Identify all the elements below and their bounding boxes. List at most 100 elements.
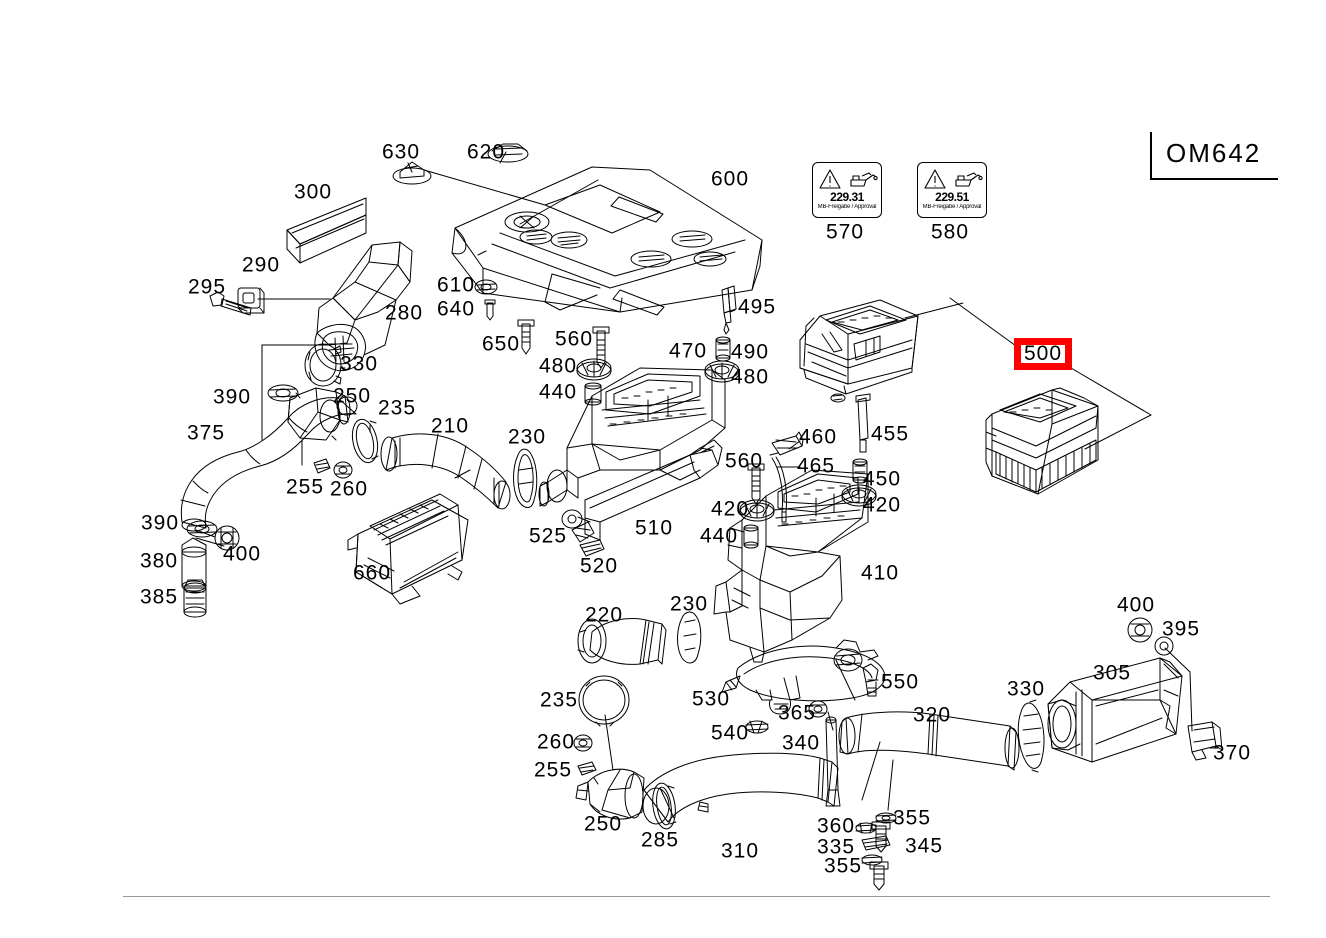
callout-250: 250	[583, 812, 623, 836]
callout-630: 630	[381, 140, 421, 164]
callout-395: 395	[1161, 617, 1201, 641]
callout-235: 235	[539, 688, 579, 712]
part-400-wheel	[214, 525, 240, 551]
part-660-cooler	[347, 493, 469, 605]
callout-390: 390	[140, 511, 180, 535]
warning-triangle-icon	[819, 169, 841, 189]
part-365-nut	[808, 700, 828, 718]
callout-450: 450	[862, 467, 902, 491]
part-650-bolt	[517, 319, 535, 355]
oil-can-icon	[850, 172, 878, 187]
part-520-bracket	[579, 539, 605, 557]
callout-330: 330	[339, 352, 379, 376]
part-250-elbow-lower	[575, 768, 645, 820]
part-310-air-pipe	[642, 752, 839, 825]
part-330-clamp-ring-left	[304, 343, 342, 387]
part-360-washer	[855, 822, 877, 834]
part-390-clamp-lower	[186, 520, 218, 538]
callout-480: 480	[538, 354, 578, 378]
part-330-clamp-ring-right	[1017, 699, 1045, 773]
part-230-seal-upper	[513, 448, 538, 508]
part-305-air-duct-right	[1047, 657, 1183, 763]
part-640-screw	[484, 299, 496, 321]
callout-400: 400	[1116, 593, 1156, 617]
callout-290: 290	[241, 253, 281, 277]
callout-580: 580	[930, 220, 970, 244]
callout-500: 500	[1023, 342, 1063, 365]
part-upper-right-filter-housing	[799, 299, 919, 403]
callout-360: 360	[816, 814, 856, 838]
part-470-intake-manifold	[538, 367, 726, 507]
part-400-ring-right	[1127, 617, 1153, 643]
callout-480: 480	[730, 365, 770, 389]
callout-640: 640	[436, 297, 476, 321]
part-620-cap	[487, 143, 529, 163]
callout-255: 255	[285, 475, 325, 499]
part-420-grommet-left2	[739, 499, 775, 522]
part-290-clip	[237, 287, 265, 314]
callout-305: 305	[1092, 661, 1132, 685]
part-440-sleeve-right	[743, 524, 759, 549]
part-285-seal	[652, 782, 677, 830]
callout-370: 370	[1212, 741, 1252, 765]
warning-plate-570: 229.31 MB-Freigabe / Approval	[812, 162, 882, 218]
warning-triangle-icon	[924, 169, 946, 189]
callout-220: 220	[584, 603, 624, 627]
part-250-elbow-upper	[287, 387, 351, 441]
callout-570: 570	[825, 220, 865, 244]
warning-plate-580-icons	[924, 169, 983, 189]
part-235-ring-lower	[578, 675, 630, 727]
part-410-intake-manifold-lower	[713, 469, 869, 663]
callout-250: 250	[332, 384, 372, 408]
callout-660: 660	[352, 561, 392, 585]
part-210-intake-hose	[380, 433, 511, 510]
callout-355: 355	[892, 806, 932, 830]
part-235-seal-ring-left	[351, 418, 379, 464]
callout-365: 365	[777, 701, 817, 725]
callout-490: 490	[730, 340, 770, 364]
part-460-bracket	[771, 431, 804, 456]
warning-plate-580: 229.51 MB-Freigabe / Approval	[917, 162, 987, 218]
part-510-connecting-pipe	[571, 439, 723, 543]
part-230-seal-lower	[677, 611, 702, 664]
callout-400: 400	[222, 542, 262, 566]
callout-260: 260	[329, 477, 369, 501]
part-500-air-filter-box	[985, 387, 1099, 495]
callout-455: 455	[870, 422, 910, 446]
part-440-sleeve-left	[584, 382, 602, 406]
callout-465: 465	[796, 454, 836, 478]
callout-310: 310	[720, 839, 760, 863]
callout-520: 520	[579, 554, 619, 578]
callout-330: 330	[1006, 677, 1046, 701]
part-255-clip-lower	[577, 761, 597, 776]
highlight-box-500	[1014, 338, 1072, 370]
part-340-pipe-vertical	[825, 716, 841, 807]
callout-340: 340	[781, 731, 821, 755]
part-480-grommet-left	[576, 358, 612, 381]
part-495-rods	[721, 285, 737, 335]
warning-plate-570-icons	[819, 169, 878, 189]
callout-440: 440	[538, 380, 578, 404]
callout-410: 410	[860, 561, 900, 585]
callout-255: 255	[533, 758, 573, 782]
part-630-cap	[392, 161, 432, 185]
model-badge: OM642	[1150, 132, 1278, 180]
part-355-washer-lower	[861, 854, 883, 866]
warning-plate-570-spec: 229.31	[830, 190, 864, 204]
callout-375: 375	[186, 421, 226, 445]
part-260-nut-lower	[573, 734, 593, 752]
part-560-screw-left	[592, 326, 610, 369]
callout-280: 280	[384, 301, 424, 325]
part-320-charge-pipe	[838, 711, 1020, 771]
part-465-rod	[769, 452, 787, 523]
callout-440: 440	[699, 524, 739, 548]
warning-plate-570-subtext: MB-Freigabe / Approval	[817, 204, 877, 210]
callout-540: 540	[710, 721, 750, 745]
callout-210: 210	[430, 414, 470, 438]
part-255-clip-left	[313, 458, 331, 474]
callout-600: 600	[710, 167, 750, 191]
part-420-grommet-right	[841, 484, 877, 507]
part-355-washer-upper	[875, 812, 897, 824]
callout-320: 320	[912, 703, 952, 727]
